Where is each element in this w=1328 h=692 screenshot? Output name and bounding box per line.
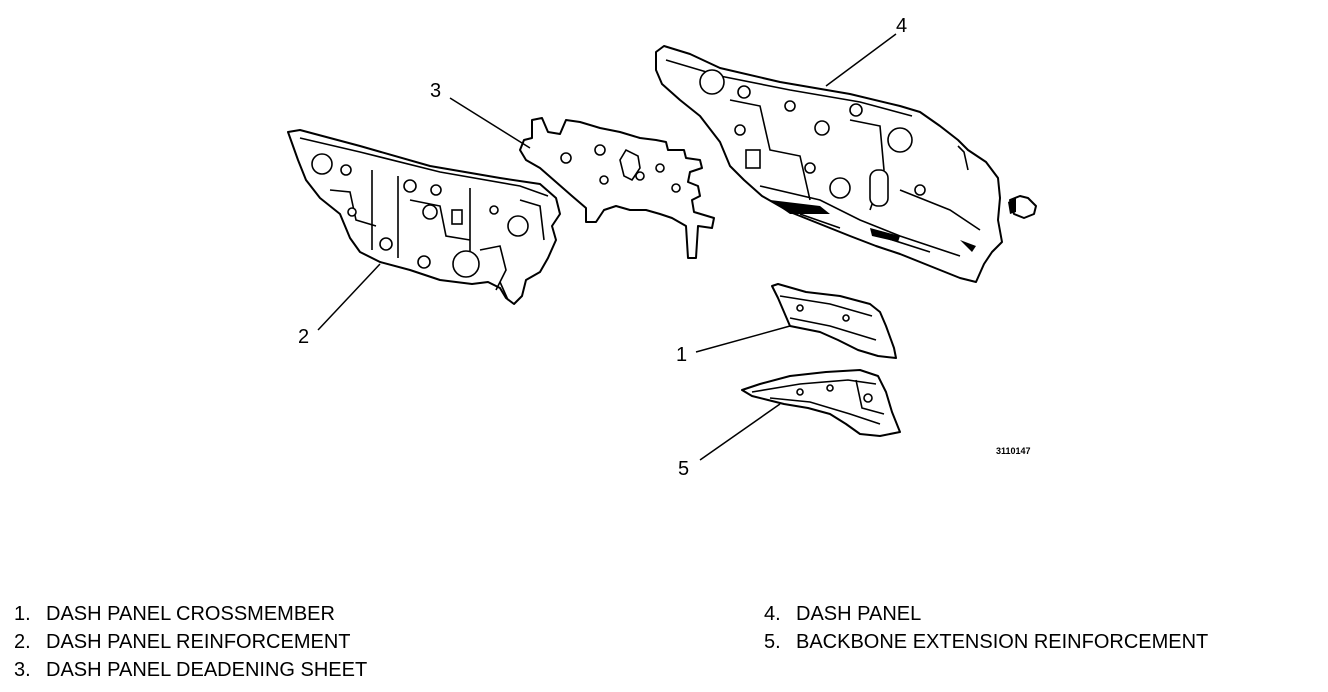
- leader-lines: [317, 33, 897, 461]
- leader-line-2: [317, 263, 381, 331]
- callout-2: 2: [298, 326, 309, 348]
- callout-4: 4: [896, 15, 907, 37]
- leader-line-3: [449, 97, 531, 149]
- leader-line-1: [695, 325, 791, 353]
- legend-label: DASH PANEL DEADENING SHEET: [46, 659, 368, 681]
- dash-panel-part: [655, 45, 1003, 283]
- legend-item-4: 4. DASH PANEL: [764, 600, 1208, 628]
- legend-label: DASH PANEL REINFORCEMENT: [46, 631, 351, 653]
- legend-item-1: 1. DASH PANEL CROSSMEMBER: [14, 600, 367, 628]
- legend-item-2: 2. DASH PANEL REINFORCEMENT: [14, 628, 367, 656]
- legend-number: 1.: [14, 603, 31, 625]
- leader-line-4: [825, 33, 897, 87]
- exploded-parts-diagram: 1 2 3 4 5 3110147: [287, 15, 1037, 480]
- dash-panel-crossmember-part: [771, 283, 897, 359]
- callout-5: 5: [678, 458, 689, 480]
- legend-item-3: 3. DASH PANEL DEADENING SHEET: [14, 656, 367, 684]
- callout-1: 1: [676, 344, 687, 366]
- legend-number: 4.: [764, 603, 781, 625]
- legend-number: 3.: [14, 659, 31, 681]
- legend-number: 5.: [764, 631, 781, 653]
- dash-panel-reinforcement-part: [287, 129, 561, 305]
- dash-panel-deadening-sheet-part: [519, 117, 715, 259]
- clip-part: [1008, 195, 1037, 219]
- figure-id: 3110147: [996, 446, 1031, 456]
- legend-number: 2.: [14, 631, 31, 653]
- callout-3: 3: [430, 80, 441, 102]
- legend-label: BACKBONE EXTENSION REINFORCEMENT: [796, 631, 1209, 653]
- legend-left-column: 1. DASH PANEL CROSSMEMBER 2. DASH PANEL …: [14, 600, 367, 684]
- leader-line-5: [699, 403, 781, 461]
- backbone-extension-reinforcement-part: [741, 369, 901, 437]
- legend-label: DASH PANEL CROSSMEMBER: [46, 603, 335, 625]
- legend-item-5: 5. BACKBONE EXTENSION REINFORCEMENT: [764, 628, 1208, 656]
- legend-label: DASH PANEL: [796, 603, 922, 625]
- legend-right-column: 4. DASH PANEL 5. BACKBONE EXTENSION REIN…: [764, 600, 1208, 656]
